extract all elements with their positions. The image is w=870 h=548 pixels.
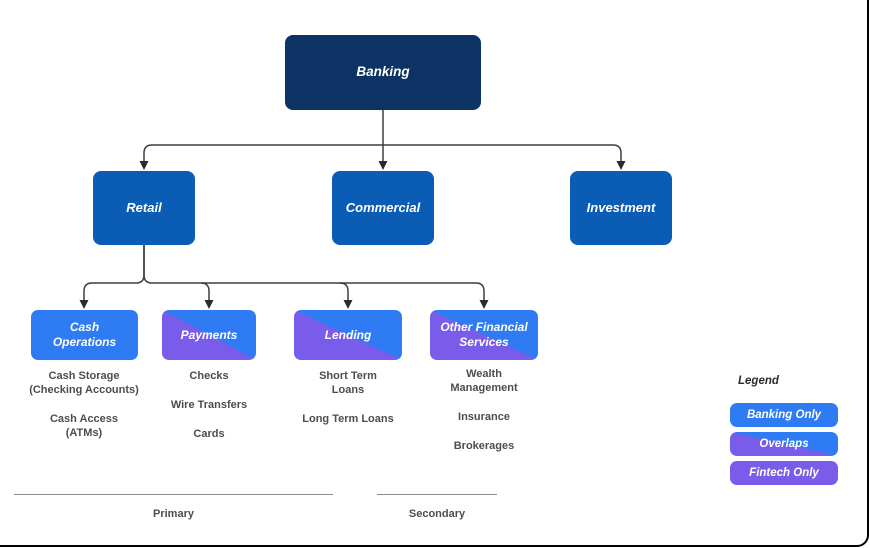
legend-chip-overlaps[interactable]: Overlaps [730,432,838,456]
list-item: Short Term Loans [319,370,377,396]
list-item: Wire Transfers [170,399,248,411]
payments-items: Checks Wire Transfers Cards [147,369,271,456]
cash-operations-items: Cash Storage (Checking Accounts) Cash Ac… [4,369,164,455]
node-cash-operations[interactable]: Cash Operations [31,310,138,360]
primary-divider-line [14,494,333,495]
node-investment[interactable]: Investment [570,171,672,245]
node-banking[interactable]: Banking [285,35,481,110]
primary-label: Primary [153,508,194,520]
other-financial-services-items: Wealth Management Insurance Brokerages [424,367,544,468]
secondary-divider-line [377,494,497,495]
list-item: Checks [189,370,229,382]
list-item: Long Term Loans [302,413,394,425]
node-other-financial-services[interactable]: Other Financial Services [430,310,538,360]
list-item: Brokerages [453,440,515,452]
group-secondary: Secondary [377,494,497,520]
group-primary: Primary [14,494,333,520]
secondary-label: Secondary [408,508,466,520]
list-item: Cash Storage (Checking Accounts) [29,370,139,396]
node-lending[interactable]: Lending [294,310,402,360]
legend-chip-banking-only[interactable]: Banking Only [730,403,838,427]
node-commercial[interactable]: Commercial [332,171,434,245]
list-item: Wealth Management [450,368,518,394]
lending-items: Short Term Loans Long Term Loans [288,369,408,441]
list-item: Cards [193,428,225,440]
node-payments[interactable]: Payments [162,310,256,360]
node-retail[interactable]: Retail [93,171,195,245]
legend-chip-fintech-only[interactable]: Fintech Only [730,461,838,485]
list-item: Cash Access (ATMs) [49,413,119,439]
list-item: Insurance [458,411,510,423]
legend-title: Legend [738,375,779,387]
